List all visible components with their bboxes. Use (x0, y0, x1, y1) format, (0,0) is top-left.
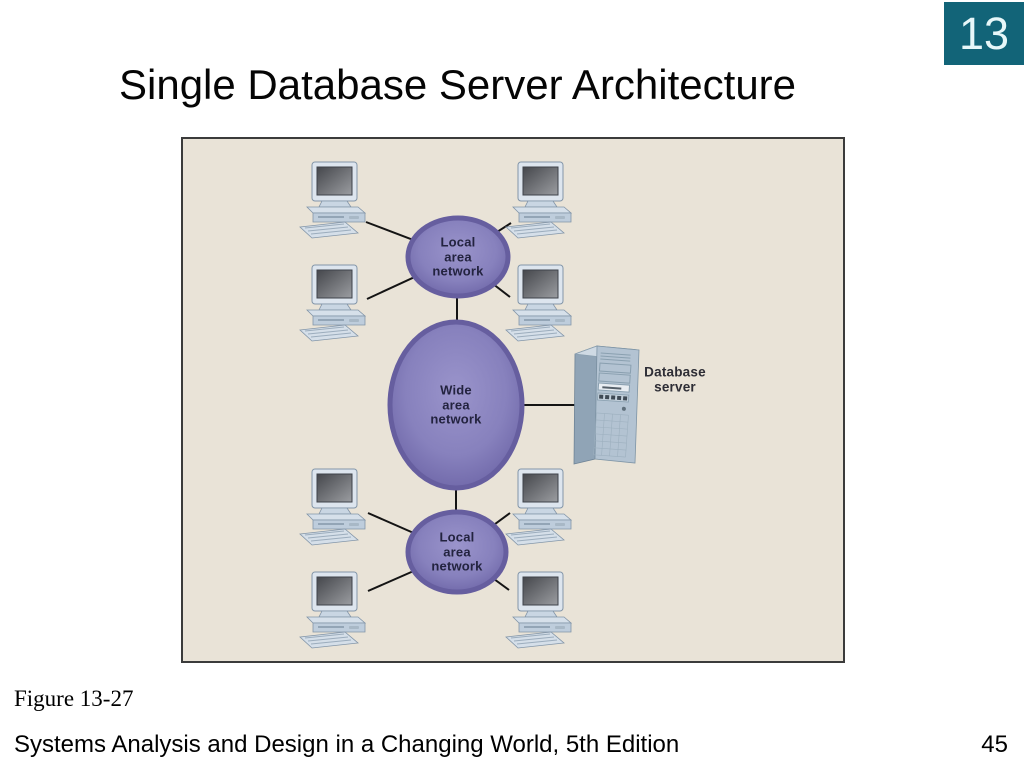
footer: Systems Analysis and Design in a Changin… (14, 731, 1008, 759)
workstation-icon (299, 468, 366, 546)
workstation-icon (299, 571, 366, 649)
workstation-icon (299, 264, 366, 342)
lan-top-ellipse (405, 215, 511, 299)
workstation-icon (299, 161, 366, 239)
network-diagram (299, 161, 640, 649)
label-line: network (431, 558, 483, 574)
label-line: area (443, 543, 471, 559)
figure-image: Local area network Wide area network Loc… (181, 137, 845, 663)
wan-label: Wide area network (430, 383, 481, 427)
label-line: Database (644, 364, 706, 380)
label-line: network (430, 411, 482, 427)
label-line: area (442, 396, 470, 412)
footer-title: Systems Analysis and Design in a Changin… (14, 731, 680, 758)
lan-top-label: Local area network (432, 235, 483, 279)
label-line: Local (440, 234, 476, 250)
wan-ellipse (387, 319, 525, 491)
database-server-icon (573, 345, 640, 465)
page-number: 45 (981, 731, 1008, 758)
page-title: Single Database Server Architecture (119, 61, 797, 108)
label-line: Local (439, 529, 475, 545)
lan-bottom-ellipse (405, 509, 509, 595)
chapter-number-badge: 13 (944, 2, 1024, 65)
label-line: server (654, 379, 696, 394)
workstation-icon (505, 468, 572, 546)
label-line: area (444, 248, 472, 264)
figure-caption: Figure 13-27 (14, 686, 134, 711)
workstation-icon (505, 571, 572, 649)
lan-bottom-label: Local area network (431, 530, 482, 574)
workstation-icon (505, 264, 572, 342)
label-line: network (432, 263, 484, 279)
database-server-label: Database server (644, 364, 706, 395)
label-line: Wide (440, 382, 472, 398)
workstation-icon (505, 161, 572, 239)
